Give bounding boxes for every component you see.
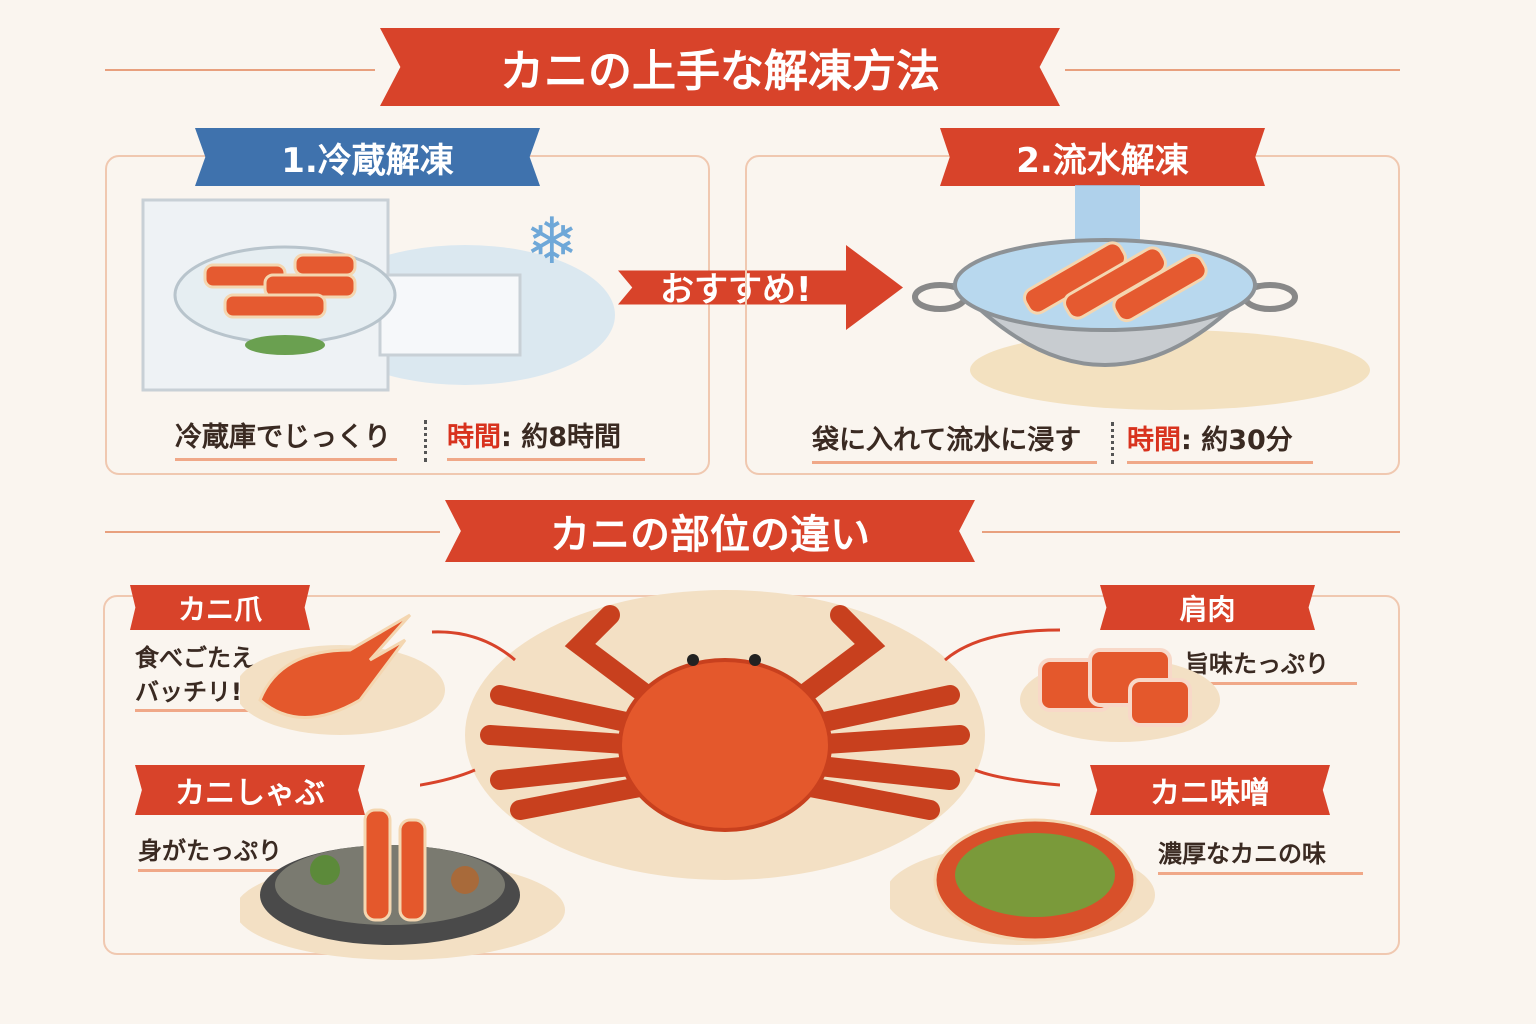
crab-illustration — [465, 590, 985, 880]
method-2-caption: 袋に入れて流水に浸す — [812, 418, 1097, 464]
part-label-shabu: カニしゃぶ — [135, 765, 365, 815]
page-title: カニの上手な解凍方法 — [380, 28, 1060, 106]
divider — [982, 531, 1400, 533]
time-label: 時間 — [1127, 425, 1181, 456]
parts-title: カニの部位の違い — [445, 500, 975, 562]
snowflake-icon: ❄ — [525, 205, 579, 279]
part-note-miso: 濃厚なカニの味 — [1158, 838, 1363, 875]
part-label-claw: カニ爪 — [130, 585, 310, 630]
divider — [105, 69, 375, 71]
recommend-label: おすすめ! — [660, 270, 812, 310]
pointer-arrows — [420, 628, 1060, 787]
divider — [105, 531, 440, 533]
separator — [1111, 422, 1114, 464]
method-1-banner: 1.冷蔵解凍 — [195, 128, 540, 186]
time-label: 時間 — [447, 422, 501, 453]
method-2-banner: 2.流水解凍 — [940, 128, 1265, 186]
note-line: バッチリ! — [135, 677, 242, 706]
crab-miso-illustration — [890, 818, 1155, 945]
shoulder-meat-illustration — [1020, 648, 1220, 742]
claw-illustration — [240, 613, 445, 735]
method-2-time: 時間: 約30分 — [1127, 418, 1313, 464]
part-note-shoulder: 旨味たっぷり — [1185, 648, 1357, 685]
shabu-pot-illustration — [240, 808, 565, 960]
part-note-shabu: 身がたっぷり — [138, 835, 283, 872]
note-line: 食べごたえ — [135, 644, 255, 672]
separator — [424, 420, 427, 462]
refrigerator-illustration — [141, 198, 615, 392]
colander-illustration — [912, 185, 1370, 410]
method-1-caption: 冷蔵庫でじっくり — [175, 415, 397, 461]
part-label-shoulder: 肩肉 — [1100, 585, 1315, 630]
part-note-claw: 食べごたえバッチリ! — [135, 642, 255, 713]
time-value: 約30分 — [1201, 425, 1293, 456]
divider — [1065, 69, 1400, 71]
part-label-miso: カニ味噌 — [1090, 765, 1330, 815]
method-1-time: 時間: 約8時間 — [447, 415, 645, 461]
time-value: 約8時間 — [521, 422, 621, 453]
